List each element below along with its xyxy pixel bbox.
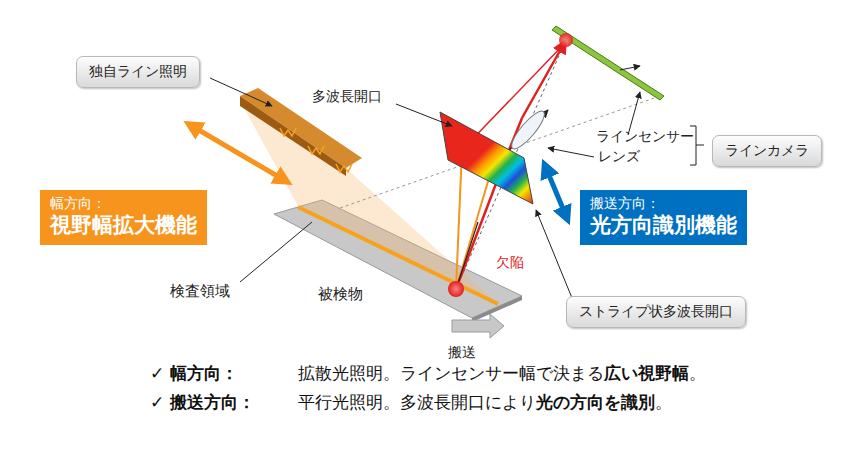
box-label: ストライプ状多波長開口 bbox=[579, 303, 733, 321]
part-label: ラインセンサー bbox=[596, 128, 694, 146]
defect-label: 欠陥 bbox=[496, 254, 524, 272]
callout-box: ストライプ状多波長開口 bbox=[566, 296, 746, 328]
box-label: 独自ライン照明 bbox=[89, 63, 187, 81]
box-heading: 搬送方向： bbox=[590, 194, 737, 212]
callout-box: 独自ライン照明 bbox=[76, 56, 200, 88]
image-spot bbox=[559, 33, 573, 47]
emphasis-text: 光の方向を識別 bbox=[536, 392, 655, 412]
note-text: 平行光照明。多波長開口により bbox=[298, 392, 536, 412]
emphasis-text: ✓ 搬送方向： bbox=[150, 391, 298, 414]
emphasis-text: ✓ 幅方向： bbox=[150, 362, 298, 385]
part-label: 被検物 bbox=[318, 285, 363, 304]
transport-direction-arrow bbox=[546, 168, 566, 216]
note-line: ✓ 幅方向：拡散光照明。ラインセンサー幅で決まる広い視野幅。 bbox=[150, 362, 706, 385]
note-text: 。 bbox=[655, 392, 672, 412]
part-label: 搬送 bbox=[448, 344, 476, 362]
plate-edge bbox=[472, 296, 522, 322]
part-label: 多波長開口 bbox=[312, 88, 382, 106]
part-label: レンズ bbox=[598, 148, 640, 166]
function-box: 搬送方向：光方向識別機能 bbox=[580, 190, 747, 245]
part-label: 検査領域 bbox=[170, 282, 230, 301]
function-box: 幅方向：視野幅拡大機能 bbox=[40, 190, 207, 245]
transport-arrow bbox=[452, 314, 504, 338]
box-label: ラインカメラ bbox=[725, 142, 809, 160]
line-sensor bbox=[552, 26, 664, 100]
box-title: 光方向識別機能 bbox=[590, 212, 737, 239]
sensor-direction bbox=[620, 66, 640, 70]
box-title: 視野幅拡大機能 bbox=[50, 212, 197, 239]
note-text: 拡散光照明。ラインセンサー幅で決まる bbox=[298, 363, 604, 383]
leader-lines bbox=[210, 78, 704, 298]
width-direction-arrow bbox=[192, 126, 284, 180]
note-text: 。 bbox=[689, 363, 706, 383]
callout-box: ラインカメラ bbox=[712, 135, 822, 167]
box-heading: 幅方向： bbox=[50, 194, 197, 212]
defect bbox=[448, 281, 464, 297]
emitters bbox=[280, 128, 352, 172]
note-line: ✓ 搬送方向：平行光照明。多波長開口により光の方向を識別。 bbox=[150, 391, 672, 414]
lens bbox=[507, 107, 549, 153]
emphasis-text: 広い視野幅 bbox=[604, 363, 689, 383]
multi-wavelength-aperture bbox=[440, 112, 533, 204]
